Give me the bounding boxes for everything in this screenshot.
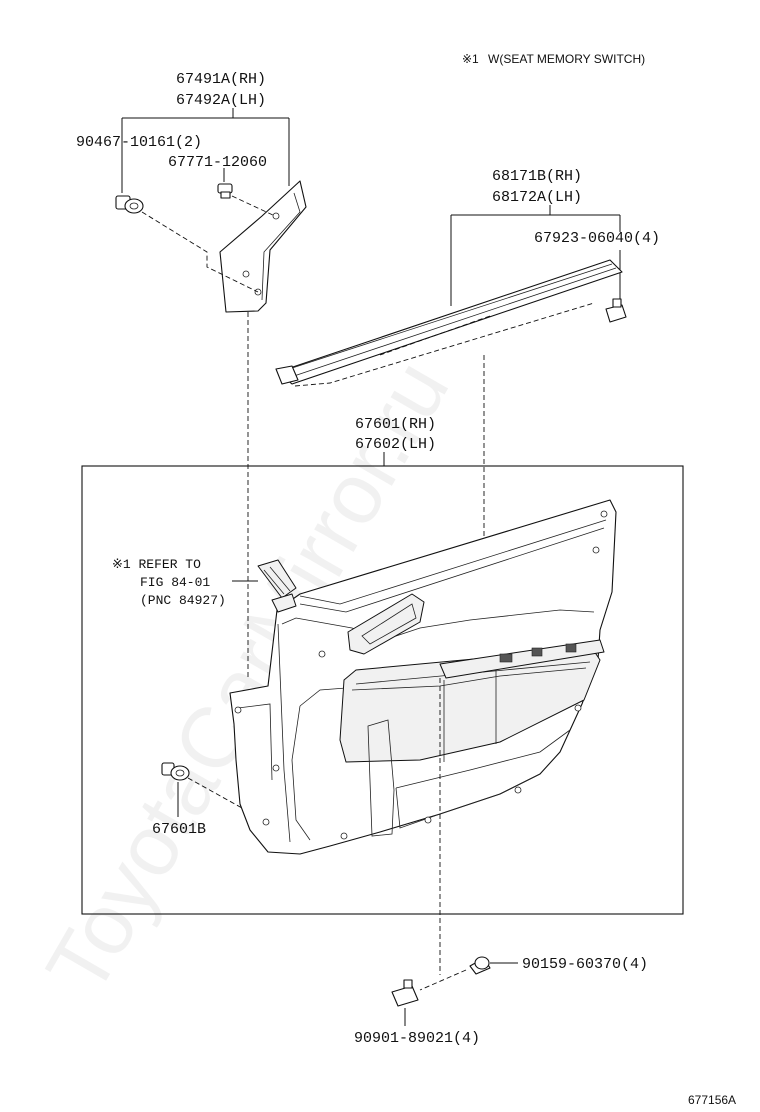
door-trim-panel	[229, 499, 617, 855]
bottom-fasteners: 90159-60370(4) 90901-89021(4)	[354, 956, 648, 1047]
retainer	[391, 979, 419, 1007]
reference-line-1: ※1 REFER TO	[112, 557, 201, 572]
weatherstrip-group: 68171B(RH) 68172A(LH) 67923-06040(4)	[275, 168, 660, 542]
label-garnish-pin: 67771-12060	[168, 154, 267, 171]
door-trim-group: 67601(RH) 67602(LH) ※1 REFER TO FIG 84-0…	[81, 416, 684, 975]
reference-line-3: (PNC 84927)	[140, 593, 226, 608]
label-retainer: 90901-89021(4)	[354, 1030, 480, 1047]
label-door-trim-rh: 67601(RH)	[355, 416, 436, 433]
trim-clip	[161, 762, 190, 781]
note-text: W(SEAT MEMORY SWITCH)	[488, 52, 645, 66]
garnish-clip	[115, 195, 144, 214]
pillar-garnish	[219, 180, 307, 313]
label-screw: 90159-60370(4)	[522, 956, 648, 973]
reference-line-2: FIG 84-01	[140, 575, 210, 590]
figure-id: 677156A	[688, 1093, 736, 1107]
pillar-garnish-group: 67491A(RH) 67492A(LH) 90467-10161(2) 677…	[76, 71, 307, 680]
weatherstrip-clip	[605, 298, 627, 323]
label-weatherstrip-rh: 68171B(RH)	[492, 168, 582, 185]
label-trim-clip: 67601B	[152, 821, 206, 838]
weatherstrip	[275, 259, 623, 385]
garnish-pin	[217, 183, 233, 199]
label-pillar-garnish-rh: 67491A(RH)	[176, 71, 266, 88]
label-door-trim-lh: 67602(LH)	[355, 436, 436, 453]
label-weatherstrip-clip: 67923-06040(4)	[534, 230, 660, 247]
label-weatherstrip-lh: 68172A(LH)	[492, 189, 582, 206]
label-garnish-clip: 90467-10161(2)	[76, 134, 202, 151]
label-pillar-garnish-lh: 67492A(LH)	[176, 92, 266, 109]
seat-memory-switch	[257, 559, 297, 599]
note-symbol: ※1	[462, 52, 479, 66]
seat-memory-note: ※1 W(SEAT MEMORY SWITCH)	[462, 52, 645, 66]
door-trim-frame	[81, 465, 684, 915]
screw	[469, 956, 491, 975]
